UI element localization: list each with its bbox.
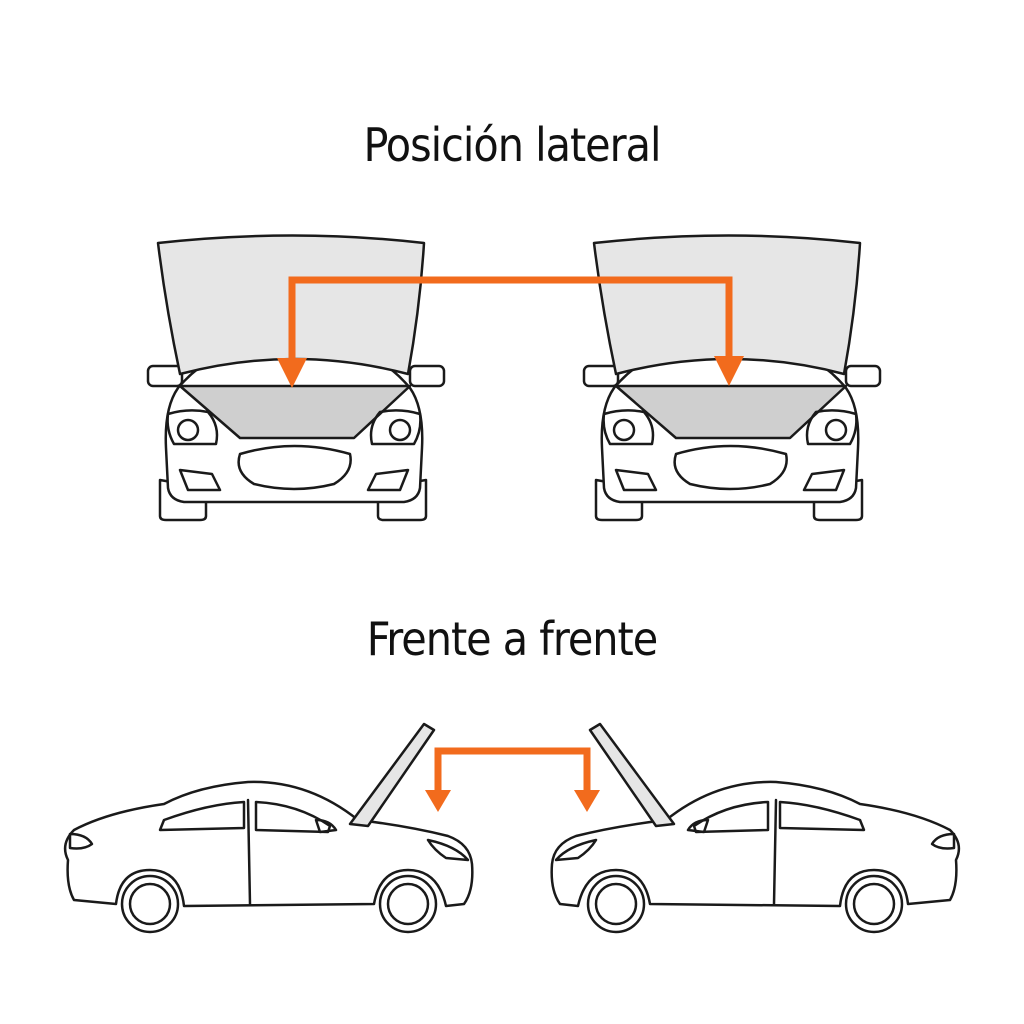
car-side-left — [63, 722, 474, 934]
car-side-right — [550, 722, 961, 934]
connection-arrow-bottom — [425, 747, 600, 812]
section-title-side-position: Posición lateral — [363, 118, 661, 172]
connection-arrow-top — [277, 276, 744, 388]
section-title-face-to-face: Frente a frente — [366, 612, 658, 666]
